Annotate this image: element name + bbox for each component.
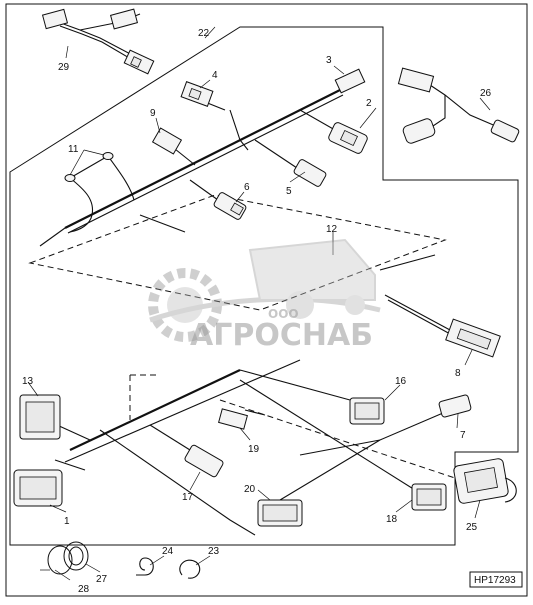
- connector-5: [293, 159, 327, 187]
- callout-labels: 29 22 4 3 2 9 11 5 6 12 26 8 16 7 13 19 …: [22, 28, 492, 595]
- callout-3: 3: [326, 55, 332, 66]
- harness-branch-12-region: [28, 194, 447, 311]
- clamp-23: [179, 559, 201, 579]
- callout-2: 2: [366, 98, 372, 109]
- callout-23: 23: [208, 546, 220, 557]
- grommet-28: [47, 545, 73, 575]
- callout-8: 8: [455, 368, 461, 379]
- callout-16: 16: [395, 376, 407, 387]
- connector-8: [384, 294, 501, 358]
- connector-6: [213, 192, 247, 220]
- connector-18: [411, 483, 447, 511]
- callout-6: 6: [244, 182, 250, 193]
- dashed-guide-25: [219, 399, 456, 479]
- callout-17: 17: [182, 492, 194, 503]
- connector-25: [453, 458, 517, 504]
- connector-4: [180, 81, 214, 107]
- connector-13: [19, 394, 61, 440]
- callout-26: 26: [480, 88, 492, 99]
- callout-28: 28: [78, 584, 90, 595]
- page-border: [5, 3, 528, 597]
- callout-4: 4: [212, 70, 218, 81]
- watermark-logo: [148, 238, 381, 342]
- main-harness-trunk: [39, 89, 436, 271]
- callout-29: 29: [58, 62, 70, 73]
- callout-11: 11: [68, 144, 79, 155]
- callout-9: 9: [150, 108, 156, 119]
- watermark: ООО АГРОСНАБ: [148, 238, 381, 353]
- connector-17: [184, 444, 224, 478]
- connector-2: [328, 122, 368, 154]
- grommet-27: [63, 541, 89, 571]
- clamp-24: [136, 557, 154, 576]
- callout-27: 27: [96, 574, 108, 585]
- callout-24: 24: [162, 546, 174, 557]
- callout-20: 20: [244, 484, 256, 495]
- watermark-company-form: ООО: [268, 307, 299, 321]
- callout-18: 18: [386, 514, 398, 525]
- connector-16: [349, 397, 385, 425]
- callout-22: 22: [198, 28, 210, 39]
- leader-lines: [27, 26, 491, 581]
- harness-group-outline: [9, 26, 519, 546]
- connector-9: [151, 127, 183, 155]
- connector-7: [438, 394, 472, 418]
- callout-25: 25: [466, 522, 478, 533]
- connector-1: [13, 469, 63, 507]
- callout-7: 7: [460, 430, 466, 441]
- callout-1: 1: [64, 516, 70, 527]
- callout-12: 12: [326, 224, 338, 235]
- harness-26: [397, 67, 520, 144]
- figure-code: HP17293: [474, 575, 516, 586]
- harness-29: [41, 8, 155, 75]
- connector-3: [334, 68, 366, 94]
- watermark-company-name: АГРОСНАБ: [190, 318, 373, 353]
- figure-code-box: HP17293: [469, 571, 523, 588]
- callout-13: 13: [22, 376, 34, 387]
- lower-harness: [45, 359, 451, 536]
- connector-19: [218, 408, 248, 430]
- connector-20: [257, 499, 303, 527]
- callout-5: 5: [286, 186, 292, 197]
- callout-19: 19: [248, 444, 260, 455]
